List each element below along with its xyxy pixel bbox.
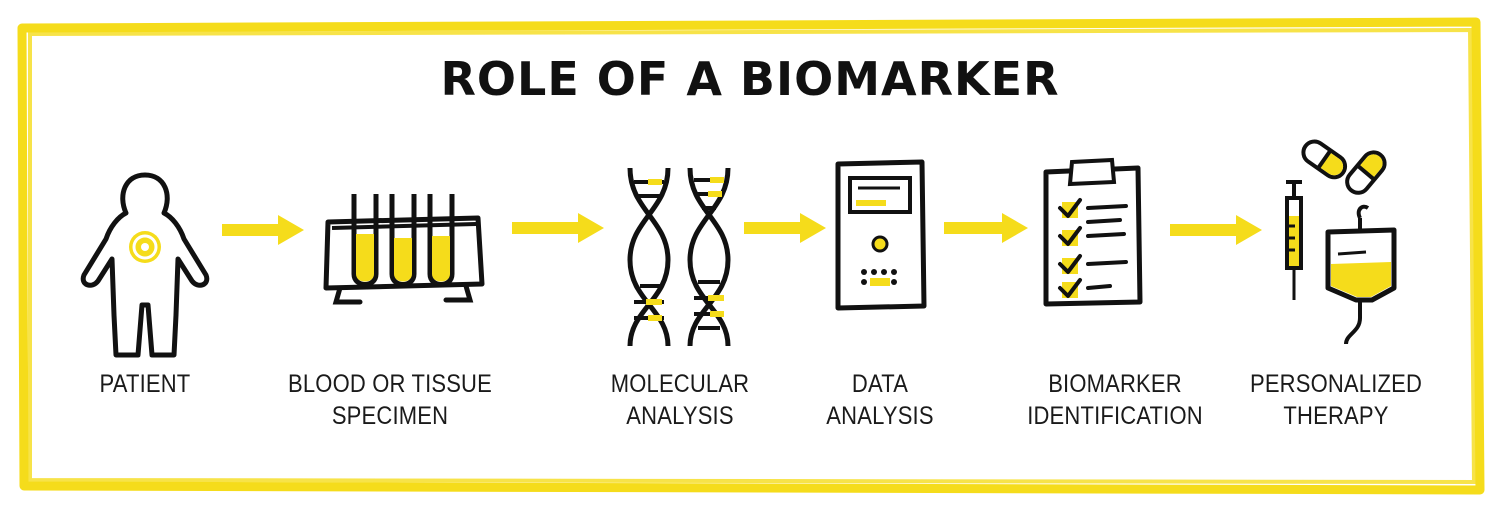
label-molecular: MOLECULAR ANALYSIS (610, 370, 750, 430)
clipboard-checklist-icon (1043, 157, 1143, 307)
page-title: ROLE OF A BIOMARKER (440, 52, 1060, 106)
step-identification (1040, 157, 1144, 308)
arrow-right-icon (222, 215, 304, 245)
step-molecular (618, 160, 738, 350)
test-tubes-icon (323, 194, 485, 305)
arrow-right-icon (744, 213, 826, 243)
arrow-right-icon (512, 213, 604, 243)
label-patient: PATIENT (99, 370, 191, 398)
computer-tower-icon (835, 159, 927, 311)
step-data (834, 159, 927, 311)
step-therapy (1276, 139, 1406, 350)
arrow-right-icon (1170, 215, 1262, 245)
dna-icon (627, 167, 731, 347)
label-specimen: BLOOD OR TISSUE SPECIMEN (288, 370, 492, 430)
medication-icon (1285, 139, 1397, 345)
label-data: DATA ANALYSIS (826, 370, 934, 430)
label-identification: BIOMARKER IDENTIFICATION (1027, 370, 1203, 430)
step-specimen (318, 188, 488, 308)
label-therapy: PERSONALIZED THERAPY (1249, 370, 1423, 430)
arrow-right-icon (944, 213, 1028, 243)
patient-icon (80, 172, 210, 358)
step-patient (70, 165, 220, 365)
